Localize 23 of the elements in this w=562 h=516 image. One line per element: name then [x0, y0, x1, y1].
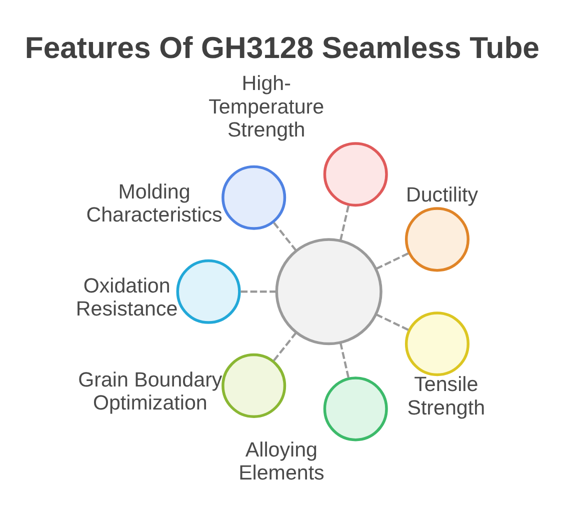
connector: [272, 222, 298, 252]
connector: [339, 204, 350, 241]
node-label: Ductility: [406, 184, 478, 207]
node-label: Molding Characteristics: [86, 180, 222, 227]
node-label: Oxidation Resistance: [76, 274, 178, 321]
diagram-title: Features Of GH3128 Seamless Tube: [24, 32, 540, 65]
connector: [376, 313, 410, 332]
node-circle: [404, 312, 470, 376]
node-circle: [323, 142, 388, 207]
node-circle: [176, 259, 241, 324]
connector: [339, 342, 350, 378]
node-circle: [222, 165, 286, 230]
node-label: Tensile Strength: [407, 373, 486, 420]
connector: [272, 332, 298, 362]
node-label: Alloying Elements: [238, 438, 324, 485]
node-circle: [275, 238, 382, 346]
node-circle: [222, 353, 286, 418]
node-label: Grain Boundary Optimization: [78, 368, 222, 415]
connector: [376, 252, 410, 270]
node-circle: [404, 207, 470, 272]
connector: [240, 290, 276, 293]
node-label: High-Temperature Strength: [208, 72, 324, 142]
node-circle: [323, 376, 388, 442]
